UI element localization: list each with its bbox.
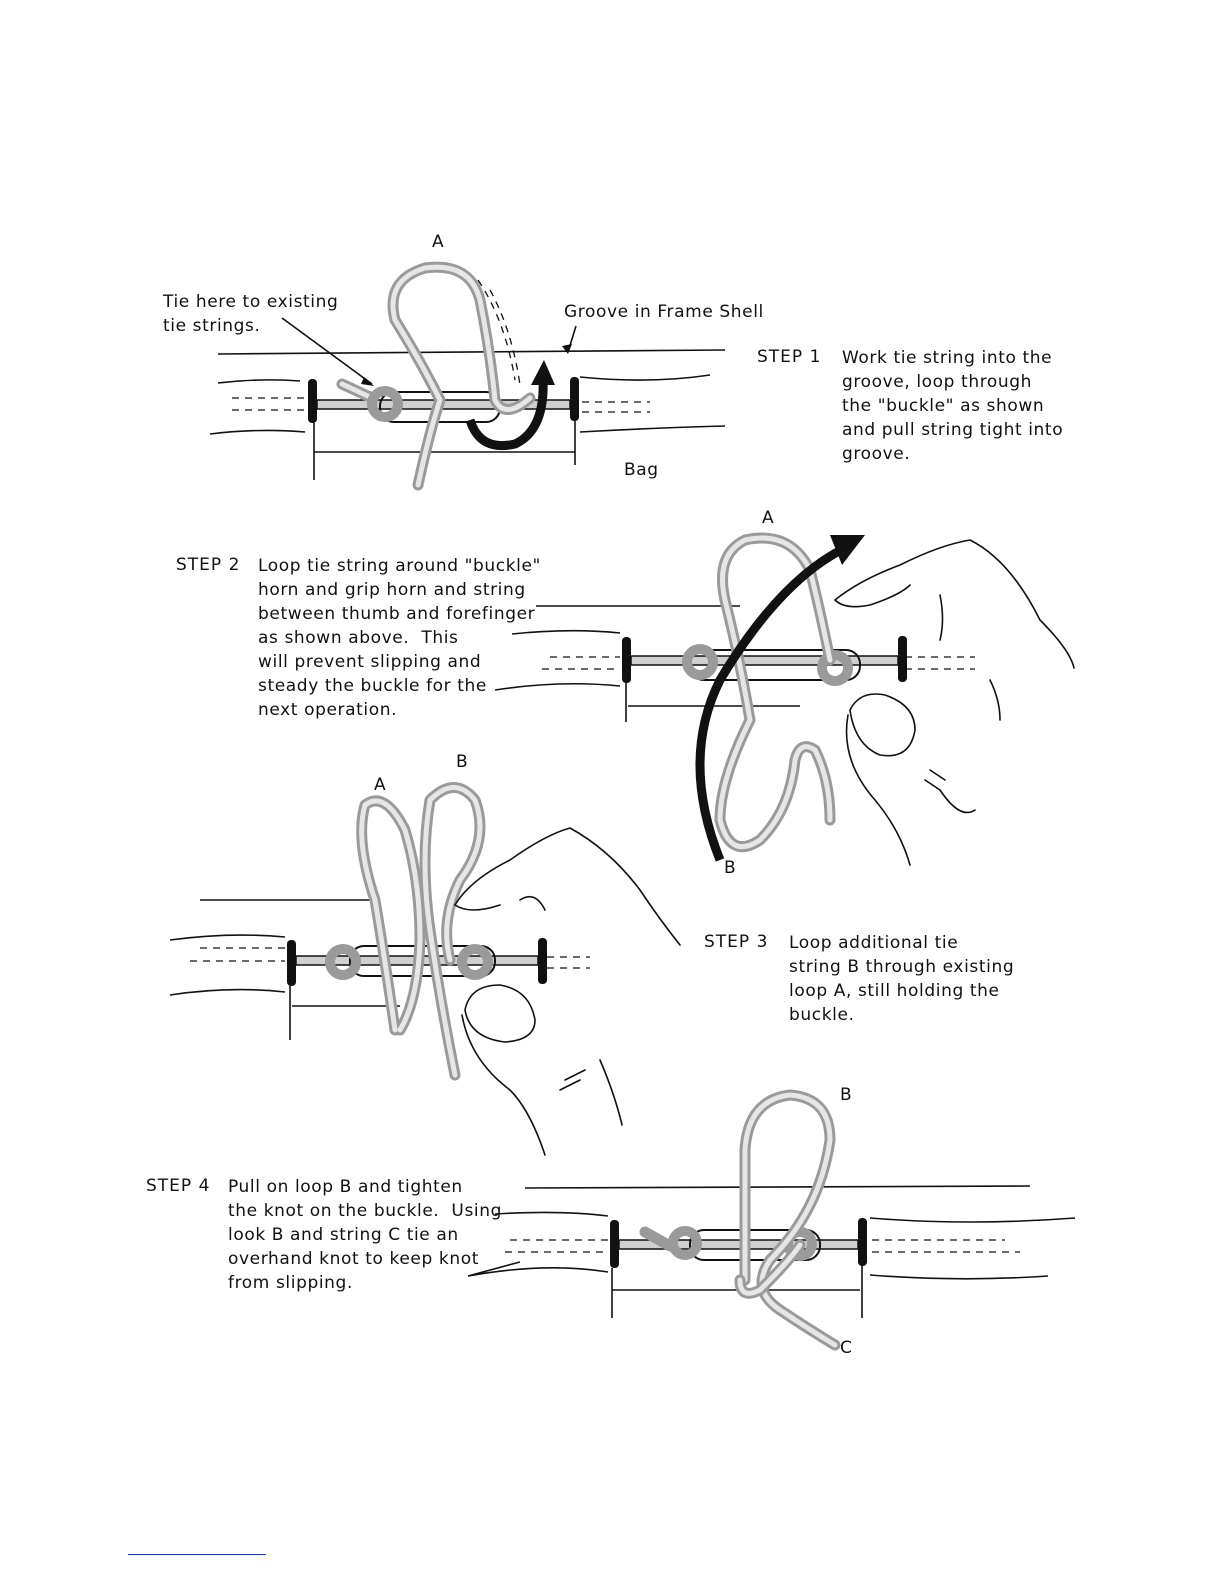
step3-text-line: Loop additional tie: [789, 933, 959, 953]
step3-drawing: [169, 782, 681, 1156]
step2-text-line: as shown above. This: [258, 628, 459, 648]
step4-heading: STEP 4: [146, 1176, 211, 1196]
step2-text-line: will prevent slipping and: [258, 652, 482, 672]
step1-text: Work tie string into the groove, loop thr…: [842, 346, 1063, 466]
label-c-step4: C: [840, 1338, 852, 1358]
step1-heading: STEP 1: [757, 347, 822, 367]
frame-end-right: [570, 377, 579, 421]
step2-text-line: between thumb and forefinger: [258, 604, 536, 624]
tie-here-label-line1: Tie here to existing: [163, 292, 339, 312]
frame-end-left: [308, 379, 317, 423]
step3-text-line: loop A, still holding the: [789, 981, 1000, 1001]
step1-text-line: the "buckle" as shown: [842, 396, 1045, 416]
bag-edge-left-top: [217, 379, 301, 384]
step3-text-line: buckle.: [789, 1005, 855, 1025]
step2-heading: STEP 2: [176, 555, 241, 575]
step1-drawing: [209, 261, 726, 491]
label-b-step4: B: [840, 1085, 852, 1105]
tie-here-pointer: [281, 317, 373, 385]
step4-text: Pull on loop B and tighten the knot on th…: [228, 1175, 502, 1295]
step2-text-line: horn and grip horn and string: [258, 580, 526, 600]
label-a-step2: A: [762, 508, 774, 528]
frame-shell-line: [217, 349, 726, 355]
step1-text-line: Work tie string into the: [842, 348, 1053, 368]
step4-text-line: Pull on loop B and tighten: [228, 1177, 463, 1197]
step4-text-line: look B and string C tie an: [228, 1225, 459, 1245]
step4-drawing: [467, 1089, 1076, 1351]
step1-text-line: and pull string tight into: [842, 420, 1064, 440]
groove-label: Groove in Frame Shell: [564, 302, 764, 322]
step4-text-line: overhand knot to keep knot: [228, 1249, 479, 1269]
tie-here-label-line2: tie strings.: [163, 316, 261, 336]
label-b-step2: B: [724, 858, 736, 878]
step2-text-line: steady the buckle for the: [258, 676, 487, 696]
label-a-step3: A: [374, 775, 386, 795]
label-b-step3: B: [456, 752, 468, 772]
step4-text-line: the knot on the buckle. Using: [228, 1201, 503, 1221]
step2-text-line: Loop tie string around "buckle": [258, 556, 541, 576]
step4-text-line: from slipping.: [228, 1273, 353, 1293]
step2-drawing: [494, 532, 1075, 866]
step2-text-line: next operation.: [258, 700, 398, 720]
bag-edge-right-bottom: [579, 425, 726, 433]
step2-text: Loop tie string around "buckle" horn and …: [258, 554, 541, 722]
label-a-step1: A: [432, 232, 444, 252]
step3-heading: STEP 3: [704, 932, 769, 952]
bag-edge-left-bottom: [209, 429, 306, 435]
footnote-rule: [128, 1554, 266, 1555]
bag-edge-right-top: [579, 374, 711, 381]
step1-text-line: groove.: [842, 444, 911, 464]
step3-text: Loop additional tie string B through exis…: [789, 931, 1014, 1027]
step1-text-line: groove, loop through: [842, 372, 1033, 392]
bag-label: Bag: [624, 460, 659, 480]
step3-text-line: string B through existing: [789, 957, 1015, 977]
